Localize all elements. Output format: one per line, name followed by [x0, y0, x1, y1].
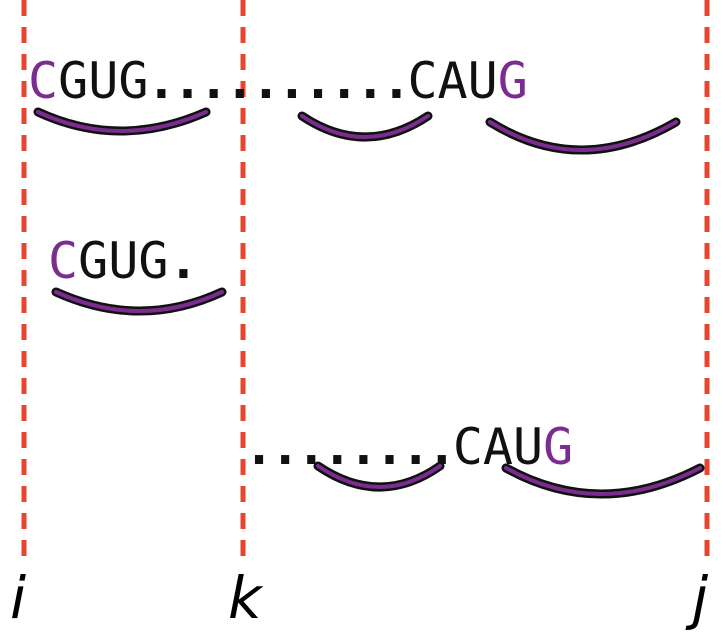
bases-left: GUG [58, 52, 148, 110]
pair-arc-highlight [300, 114, 430, 139]
bases-left: GUG [78, 232, 168, 290]
pair-arc-highlight [54, 290, 224, 313]
bases-right: CAU [453, 418, 543, 476]
sequence-row-left: CGUG. [48, 232, 227, 316]
sequence-text-full: CGUG..........CAUG [28, 52, 528, 110]
base-last: G [498, 52, 528, 110]
base-first: C [48, 232, 78, 290]
base-last: G [543, 418, 573, 476]
pair-arc-highlight [504, 466, 702, 496]
base-first: C [28, 52, 58, 110]
pair-arc-highlight [36, 110, 208, 133]
index-label-j: j [685, 564, 709, 632]
index-label-i: i [10, 564, 26, 632]
sequence-row-right: ........CAUG [244, 418, 705, 499]
bases-right: CAU [407, 52, 497, 110]
sequence-text-right: ........CAUG [244, 418, 573, 476]
unpaired-dots: . [168, 232, 198, 290]
index-label-k: k [228, 564, 264, 632]
unpaired-dots: .......... [146, 52, 407, 110]
sequence-text-left: CGUG. [48, 232, 199, 290]
pair-arc-highlight [316, 464, 442, 489]
pair-arc-highlight [488, 120, 678, 152]
sequence-row-full: CGUG..........CAUG [28, 52, 681, 155]
unpaired-dots: ........ [244, 418, 453, 476]
